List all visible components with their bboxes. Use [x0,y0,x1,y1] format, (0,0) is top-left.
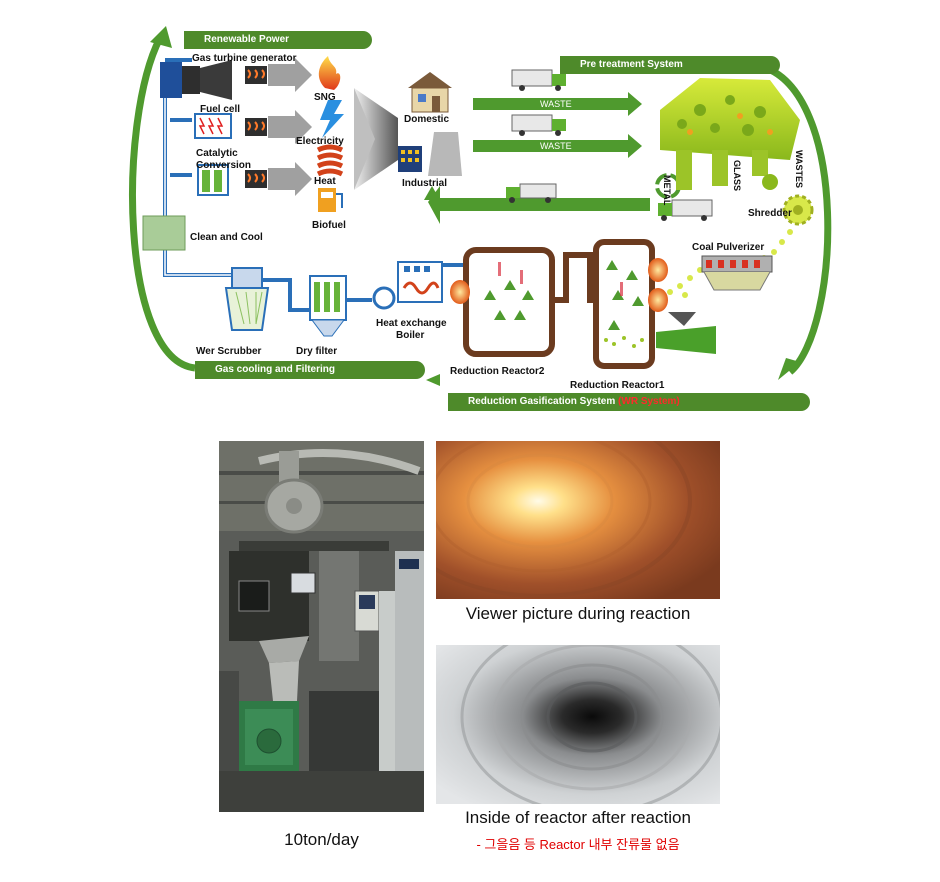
label-waste-2: WASTE [540,141,572,151]
label-metal: METAL [662,175,672,206]
plant-photo-graphic [219,441,424,812]
label-gas-turbine: Gas turbine generator [192,53,297,64]
wr-system-highlight: (WR System) [618,396,680,407]
label-catalytic: Catalytic [196,148,238,159]
label-reduction-reactor1: Reduction Reactor1 [570,380,665,391]
plant-photo [219,441,424,812]
plant-caption: 10ton/day [284,830,359,849]
pre-treatment-banner: Pre treatment System [560,56,780,74]
label-dry-filter: Dry filter [296,346,338,357]
label-heat: Heat [314,176,336,187]
inside-photo-graphic [436,645,720,804]
label-glass: GLASS [732,160,742,192]
label-domestic: Domestic [404,114,450,125]
viewer-photo-graphic [436,441,720,599]
label-coal-pulverizer: Coal Pulverizer [692,242,765,253]
viewer-caption: Viewer picture during reaction [465,604,691,623]
label-electricity: Electricity [296,136,344,147]
label-recycle: RECYCLE [520,213,563,223]
label-wet-scrubber: Wer Scrubber [196,346,262,357]
label-industrial: Industrial [402,178,448,189]
renewable-power-banner: Renewable Power [184,31,372,49]
label-reduction-reactor2: Reduction Reactor2 [450,366,545,377]
process-diagram: Renewable Power Pre treatment System Gas… [0,0,940,420]
label-conversion: Conversion [196,160,252,171]
inside-note: - 그을음 등 Reactor 내부 잔류물 없음 [476,837,680,852]
label-heat-exchange: Heat exchange [376,318,447,329]
label-wastes: WASTES [794,150,804,189]
label-boiler: Boiler [396,330,425,341]
inside-photo [436,645,720,804]
inside-caption: Inside of reactor after reaction [465,808,691,827]
label-clean-and-cool: Clean and Cool [190,232,263,243]
label-biofuel: Biofuel [312,220,346,231]
reduction-gasification-label: Reduction Gasification System [468,396,616,407]
label-fuel-cell: Fuel cell [200,104,241,115]
label-sng: SNG [314,92,336,103]
diagram-graphics [129,26,832,386]
reduction-gasification-banner: Reduction Gasification System (WR System… [448,393,810,411]
viewer-photo [436,441,720,599]
label-waste-1: WASTE [540,99,572,109]
label-shredder: Shredder [748,208,792,219]
gas-cooling-banner: Gas cooling and Filtering [195,361,425,379]
